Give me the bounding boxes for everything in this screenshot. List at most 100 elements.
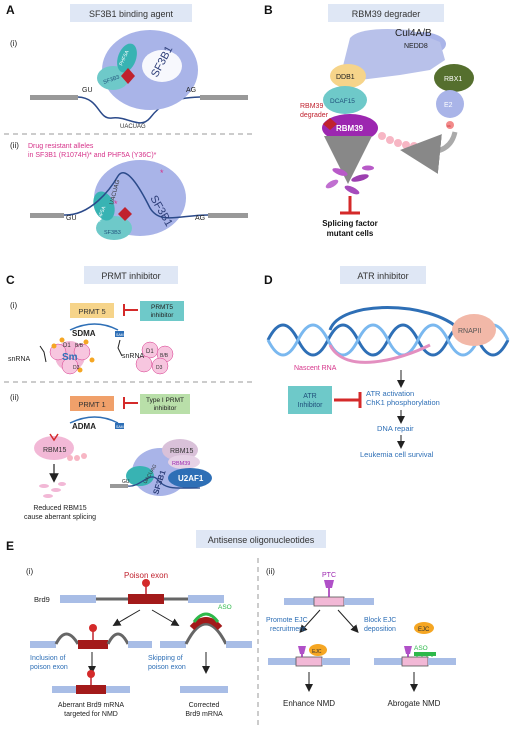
- sm-label: Sm: [62, 352, 78, 363]
- dcaf15-label: DCAF15: [330, 98, 355, 105]
- prmt5-box: [70, 303, 114, 318]
- nascent-label: Nascent RNA: [294, 365, 337, 372]
- enhance-label: Enhance NMD: [283, 699, 335, 708]
- sf3b3-protein: [97, 66, 129, 90]
- snrna-label-2: snRNA: [122, 353, 145, 360]
- step3-label: Leukemia cell survival: [360, 450, 434, 459]
- resist-line1: Drug resistant alleles: [28, 143, 94, 150]
- prmt5-inh-line1: PRMT5: [151, 304, 173, 311]
- d3-label-2: D3: [156, 365, 163, 371]
- panel-c-title-box: [84, 266, 178, 284]
- prmt1-label: PRMT 1: [78, 400, 105, 409]
- out-line2: mutant cells: [327, 229, 374, 238]
- rnapii-label: RNAPII: [458, 328, 481, 335]
- rbm15-degraded: [34, 433, 87, 498]
- sm-ring-methylated: [39, 337, 95, 375]
- panel-c-sub-i: (i): [10, 301, 17, 310]
- gu-label-c: GU: [122, 479, 130, 485]
- sam-label-2: SAM: [116, 425, 124, 429]
- skip-line2: poison exon: [148, 664, 186, 671]
- promote-line1: Promote EJC: [266, 617, 308, 624]
- ag-label-a2: AG: [195, 215, 205, 222]
- prmt5-inh-line2: inhibitor: [151, 312, 175, 319]
- e2-label: E2: [444, 102, 453, 109]
- sf3b1-complex-ii: SF3B1 PHF5A SF3B3 UACUAG GU AG * *: [30, 160, 248, 240]
- u2af1-label: U2AF1: [178, 474, 204, 483]
- exon-bar-left: [30, 95, 78, 100]
- panel-e-title: Antisense oligonucleotides: [208, 535, 315, 545]
- panel-e-sub-ii: (ii): [266, 567, 275, 576]
- sam-label-1: SAM: [116, 333, 124, 337]
- dna-helix: [266, 306, 510, 364]
- sm-ring-unmethylated: [117, 339, 174, 375]
- panel-b-title-box: [328, 4, 444, 22]
- phf5a-label-ii: PHF5A: [96, 205, 107, 223]
- sf3b3-label-ii: SF3B3: [104, 230, 121, 236]
- abrogate-path: [374, 646, 456, 692]
- nedd8-label: NEDD8: [404, 43, 428, 50]
- panel-a-title: SF3B1 binding agent: [89, 9, 174, 19]
- sf3b3-label: SF3B3: [103, 74, 121, 85]
- degrader-line2: degrader: [300, 112, 329, 119]
- atr-inhibitor-box: [288, 386, 332, 414]
- adma-label: ADMA: [72, 422, 96, 431]
- uacuag-label-a1: UACUAG: [120, 124, 146, 130]
- ejc-label-free: EJC: [418, 627, 430, 633]
- atr-line2: Inhibitor: [298, 402, 324, 409]
- d3-label-1: D3: [73, 365, 80, 371]
- rbx1-label: RBX1: [444, 76, 462, 83]
- gu-label-a1: GU: [82, 87, 93, 94]
- panel-e-letter: E: [6, 539, 14, 553]
- panel-d-title: ATR inhibitor: [357, 271, 408, 281]
- ddb1-label: DDB1: [336, 74, 355, 81]
- enhance-path: [268, 644, 350, 692]
- rbm39-label-b: RBM39: [336, 124, 364, 133]
- aso-label-2: ASO: [414, 645, 428, 652]
- ejc-label-bound: EJC: [312, 649, 322, 655]
- ub-label: Ub: [447, 124, 451, 128]
- type1-inh-line2: inhibitor: [154, 405, 178, 412]
- incl-line1: Inclusion of: [30, 655, 65, 662]
- panel-c-sub-ii: (ii): [10, 393, 19, 402]
- bb-label-2: B/B: [160, 353, 169, 359]
- spliceosome-c: [110, 439, 212, 496]
- panel-b-title: RBM39 degrader: [352, 9, 421, 19]
- step2-label: DNA repair: [377, 424, 414, 433]
- rbm15-label-2: RBM15: [170, 448, 193, 455]
- svg-text:*: *: [114, 199, 118, 209]
- cul4-complex: [322, 29, 474, 215]
- type1-inh-line1: Type I PRMT: [146, 397, 184, 404]
- abrogate-label: Abrogate NMD: [388, 699, 441, 708]
- reduced-line2: cause aberrant splicing: [24, 514, 96, 521]
- bb-label-1: B/B: [75, 343, 84, 349]
- panel-c-title: PRMT inhibitor: [101, 271, 160, 281]
- rbm39-label-c: RBM39: [172, 461, 190, 467]
- step1-line1: ATR activation: [366, 389, 414, 398]
- skipping-path: [160, 612, 252, 693]
- drug-diamond-a: [121, 68, 135, 84]
- block-line1: Block EJC: [364, 617, 396, 624]
- panel-c-letter: C: [6, 273, 15, 287]
- incl-line2: poison exon: [30, 664, 68, 671]
- rbm15-label-1: RBM15: [43, 447, 66, 454]
- svg-text:*: *: [160, 168, 164, 178]
- brd9-label: Brd9: [34, 595, 50, 604]
- panel-e-sub-i: (i): [26, 567, 33, 576]
- brd9-pre-mrna: [60, 579, 224, 627]
- panel-a-sub-ii: (ii): [10, 141, 19, 150]
- panel-d-title-box: [340, 266, 426, 284]
- panel-e-title-box: [196, 530, 326, 548]
- inclusion-path: [30, 624, 152, 694]
- type1-inhibitor-box: [140, 394, 190, 414]
- resist-line2: in SF3B1 (R1074H)* and PHF5A (Y36C)*: [28, 152, 157, 159]
- promote-line2: recruitment: [270, 626, 305, 633]
- reduced-line1: Reduced RBM15: [33, 505, 86, 512]
- ptc-label: PTC: [322, 572, 336, 579]
- panel-b-letter: B: [264, 3, 273, 17]
- panel-d-letter: D: [264, 273, 273, 287]
- exon-bar-right: [200, 95, 248, 100]
- gu-label-a2: GU: [66, 215, 77, 222]
- aber-line2: targeted for NMD: [64, 711, 118, 718]
- degrader-line1: RBM39: [300, 103, 323, 110]
